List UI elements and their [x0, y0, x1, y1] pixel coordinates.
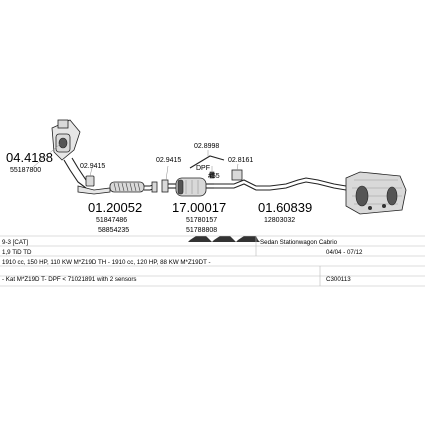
years-cell: 04/04 - 07/12 [326, 249, 363, 256]
part-number-04-4188: 04.4188 [6, 150, 53, 165]
oem-number: 51847486 [96, 217, 127, 224]
front-pipe-part [77, 181, 158, 195]
model-cell: 9-3 [CAT] [2, 239, 28, 246]
spec-cell: 1910 cc, 150 HP, 110 KW M*Z19D TH - 1910… [2, 259, 211, 266]
body-types-cell: Sedan Stationwagon Cabrio [260, 239, 338, 246]
downpipe-catalyst-part [51, 119, 95, 189]
oem-number: 12803032 [264, 217, 295, 224]
dpf-filter-part [168, 166, 215, 197]
leader-line [31, 143, 61, 169]
part-number-02-9415-left: 02.9415 [80, 163, 105, 170]
dpf-sensor-part [189, 150, 225, 169]
rear-muffler-part [345, 171, 407, 215]
engine-cell: 1,9 TiD TD [2, 249, 32, 256]
part-number-01-20052: 01.20052 [88, 200, 142, 215]
oem-number: 51780157 [186, 217, 217, 224]
car-body-icons [188, 236, 260, 242]
notes-cell: - Kat M*Z19D T- DPF < 71021891 with 2 se… [2, 276, 137, 283]
part-number-17-00017: 17.00017 [172, 200, 226, 215]
dpf-label: DPF [196, 165, 210, 172]
oem-number: 58854235 [98, 227, 129, 234]
middle-pipe-part [214, 177, 347, 191]
flange-part-middle [161, 165, 169, 193]
sensor-label: #55 [208, 173, 220, 180]
oem-number: 55187800 [10, 167, 41, 174]
vehicle-info-table: 9-3 [CAT] Sedan Stationwagon Cabrio 1,9 … [0, 235, 425, 287]
part-number-02-8998: 02.8998 [194, 143, 219, 150]
part-number-02-8161: 02.8161 [228, 157, 253, 164]
flange-part-left [85, 167, 95, 187]
flange-part-right [231, 163, 243, 181]
oem-number: 51788808 [186, 227, 217, 234]
part-number-01-60839: 01.60839 [258, 200, 312, 215]
part-number-02-9415-middle: 02.9415 [156, 157, 181, 164]
code-cell: C300113 [326, 276, 351, 283]
